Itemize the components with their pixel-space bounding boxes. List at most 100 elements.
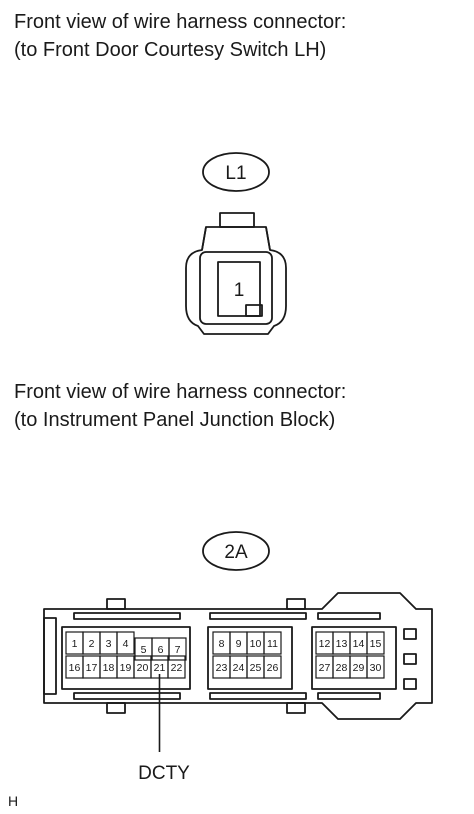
connector-2a-pin-cell-19: 19 (116, 655, 135, 679)
connector-2-caption: Front view of wire harness connector: (t… (14, 378, 346, 434)
connector-2a-block-right (311, 626, 397, 690)
connector-2a-rib-bottom-mid (209, 692, 307, 700)
connector-2-caption-line2: (to Instrument Panel Junction Block) (14, 409, 336, 431)
connector-2a-pin-cell-6: 6 (151, 637, 170, 661)
connector-2a-rib-bottom-right (317, 692, 381, 700)
connector-2a-pin-cell-17: 17 (82, 655, 101, 679)
connector-l1-top-tab (219, 212, 255, 228)
connector-2a-left-step (43, 617, 57, 695)
connector-2a-pin-18: 18 (103, 662, 115, 674)
connector-2a-pin-cell-23: 23 (212, 655, 231, 679)
connector-l1-right-clip (265, 226, 271, 251)
connector-2a-pin-cell-11: 11 (263, 631, 282, 655)
connector-2a-pin-8: 8 (219, 638, 225, 650)
connector-2a-pin-box-22 (167, 655, 186, 679)
connector-2a-pin-4: 4 (123, 638, 129, 650)
connector-l1-pin-1: 1 (234, 280, 245, 301)
connector-2a-pin-cell-18: 18 (99, 655, 118, 679)
connector-2a-pin-cell-9: 9 (229, 631, 248, 655)
connector-2a-pin-5: 5 (141, 644, 147, 656)
connector-2a-top-lug-left (106, 598, 126, 610)
connector-2a-pin-13: 13 (336, 638, 348, 650)
connector-2a-pin-cell-12: 12 (315, 631, 334, 655)
connector-2a-pin-24: 24 (233, 662, 245, 674)
connector-l1-cavity (217, 261, 261, 317)
connector-2a-pin-cell-24: 24 (229, 655, 248, 679)
connector-2a-pin-cell-28: 28 (332, 655, 351, 679)
connector-2a-pin-cell-13: 13 (332, 631, 351, 655)
connector-2a-pin-cell-2: 2 (82, 631, 101, 655)
connector-2a-key-3 (403, 678, 417, 690)
dcty-terminal-label: DCTY (138, 763, 190, 784)
connector-2a-rib-top-mid (209, 612, 307, 620)
connector-2a-pin-box-15 (366, 631, 385, 655)
connector-2a-pin-28: 28 (336, 662, 348, 674)
connector-2a-pin-cell-15: 15 (366, 631, 385, 655)
connector-2a-pin-16: 16 (69, 662, 81, 674)
connector-l1-badge (202, 152, 270, 192)
connector-2a-pin-1: 1 (72, 638, 78, 650)
connector-2a-pin-10: 10 (250, 638, 262, 650)
connector-2a-pin-26: 26 (267, 662, 279, 674)
connector-2a-pin-cell-7: 7 (168, 637, 187, 661)
connector-2a-pin-cell-26: 26 (263, 655, 282, 679)
connector-2a-pin-cell-22: 22 (167, 655, 186, 679)
connector-2a-pin-cell-14: 14 (349, 631, 368, 655)
connector-2a-pin-cell-3: 3 (99, 631, 118, 655)
footer-code: H (8, 793, 18, 809)
connector-l1-left-clip (201, 226, 207, 251)
connector-2a-pin-23: 23 (216, 662, 228, 674)
connector-2a-bottom-lug-left (106, 702, 126, 714)
connector-2a-pin-21: 21 (154, 662, 166, 674)
connector-2a-block-left (61, 626, 191, 690)
connector-2a-pin-14: 14 (353, 638, 365, 650)
connector-l1-id: L1 (225, 163, 246, 184)
connector-2a-pin-9: 9 (236, 638, 242, 650)
connector-2a-pin-25: 25 (250, 662, 262, 674)
connector-2a-pin-12: 12 (319, 638, 331, 650)
connector-1-caption-line2: (to Front Door Courtesy Switch LH) (14, 39, 327, 61)
connector-2a-key-2 (403, 653, 417, 665)
connector-2-caption-line1: Front view of wire harness connector: (14, 381, 347, 403)
connector-2a-pin-22: 22 (171, 662, 183, 674)
connector-2a-pin-30: 30 (370, 662, 382, 674)
connector-1-caption: Front view of wire harness connector: (t… (14, 8, 346, 64)
connector-2a-pin-19: 19 (120, 662, 132, 674)
connector-2a-housing (43, 592, 433, 720)
connector-2a-pin-29: 29 (353, 662, 365, 674)
connector-2a-pin-20: 20 (137, 662, 149, 674)
connector-2a-top-lug-mid (286, 598, 306, 610)
connector-2a-pin-cell-16: 16 (65, 655, 84, 679)
connector-2a-bottom-lug-mid (286, 702, 306, 714)
connector-1-caption-line1: Front view of wire harness connector: (14, 11, 347, 33)
connector-2a-pin-6: 6 (158, 644, 164, 656)
connector-2a-pin-3: 3 (106, 638, 112, 650)
connector-2a-pin-box-7 (168, 637, 187, 661)
connector-2a-pin-cell-8: 8 (212, 631, 231, 655)
connector-2a-pin-cell-5: 5 (134, 637, 153, 661)
connector-2a-pin-cell-4: 4 (116, 631, 135, 655)
connector-2a-pin-box-30 (366, 655, 385, 679)
connector-l1-housing (185, 226, 287, 335)
connector-2a-pin-2: 2 (89, 638, 95, 650)
connector-2a-pin-cell-1: 1 (65, 631, 84, 655)
connector-2a-pin-cell-20: 20 (133, 655, 152, 679)
connector-2a-pin-11: 11 (267, 638, 278, 650)
connector-2a-rib-bottom-left (73, 692, 181, 700)
connector-l1-latch (245, 304, 263, 317)
connector-2a-id: 2A (224, 542, 248, 563)
connector-2a-pin-7: 7 (175, 644, 181, 656)
connector-2a-pin-cell-27: 27 (315, 655, 334, 679)
connector-2a-pin-box-11 (263, 631, 282, 655)
connector-2a-pin-17: 17 (86, 662, 98, 674)
connector-2a-rib-top-right (317, 612, 381, 620)
connector-2a-key-1 (403, 628, 417, 640)
connector-2a-pin-cell-10: 10 (246, 631, 265, 655)
connector-2a-pin-cell-29: 29 (349, 655, 368, 679)
connector-2a (43, 531, 433, 720)
connector-2a-badge (202, 531, 270, 571)
connector-2a-block-mid (207, 626, 293, 690)
connector-2a-pin-box-26 (263, 655, 282, 679)
